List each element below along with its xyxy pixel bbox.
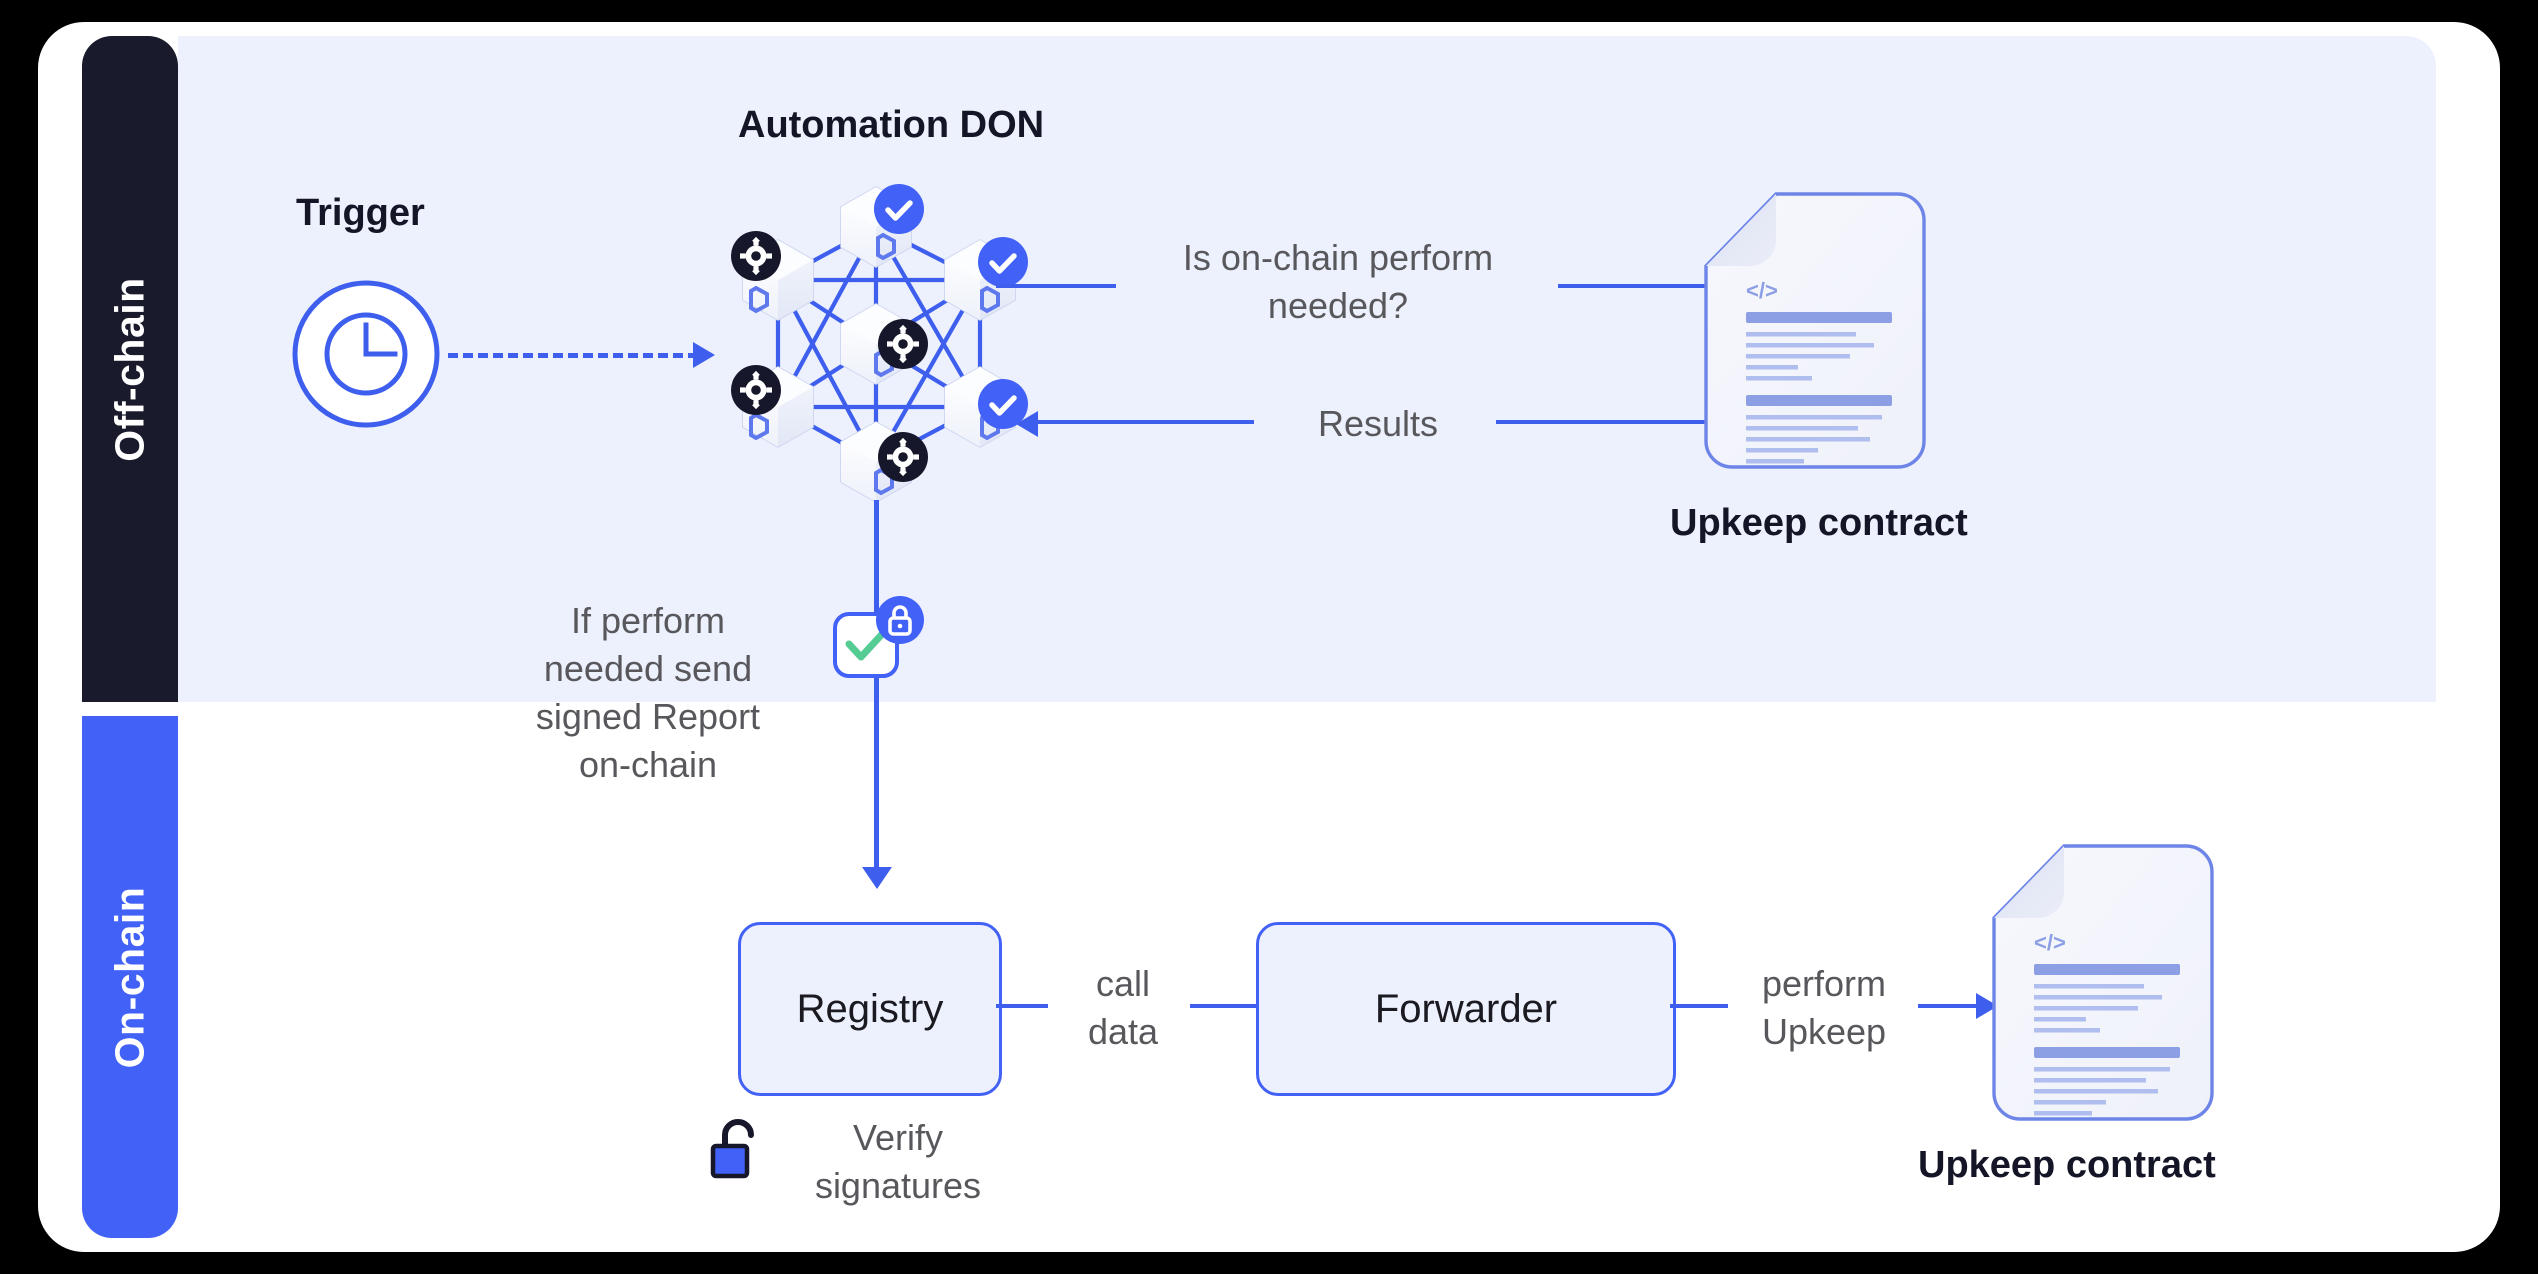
rail-offchain: Off-chain [82, 36, 178, 702]
automation-don-network [731, 184, 1028, 502]
registry-label: Registry [796, 986, 944, 1031]
gear-icon [731, 231, 928, 482]
perform-query-label: Is on-chain perform needed? [1182, 237, 1494, 326]
onchain-upkeep-contract-caption: Upkeep contract [1918, 1144, 2216, 1186]
svg-text:</>: </> [2034, 930, 2066, 955]
forwarder-box[interactable]: Forwarder [1256, 922, 1676, 1096]
automation-don-title: Automation DON [738, 104, 1045, 146]
rail-offchain-label: Off-chain [106, 276, 153, 462]
perform-upkeep-line-right [1918, 1004, 1980, 1008]
check-icon [874, 184, 1028, 429]
results-label: Results [1317, 403, 1439, 444]
code-document-icon: </> [1992, 844, 2214, 1121]
call-data-label: call data [1087, 963, 1159, 1052]
trigger-label: Trigger [296, 192, 425, 234]
perform-query-line-right [1558, 284, 1718, 288]
rail-onchain-label: On-chain [106, 886, 153, 1068]
registry-box[interactable]: Registry [738, 922, 1002, 1096]
trigger-to-don-arrowhead [693, 342, 715, 368]
signed-report-badge [833, 596, 924, 678]
clock-icon [292, 280, 440, 428]
call-data-line-left [996, 1004, 1048, 1008]
lock-icon [876, 596, 924, 644]
forwarder-label: Forwarder [1374, 986, 1558, 1031]
don-to-registry-line [874, 500, 879, 882]
perform-query-line-left [996, 284, 1116, 288]
verify-signatures-label: Verify signatures [814, 1117, 982, 1206]
don-to-registry-arrowhead [862, 867, 892, 889]
diagram-card: Off-chain On-chain Automation DON Trigge… [38, 22, 2500, 1252]
offchain-panel [178, 36, 2436, 702]
trigger-to-don-dashed-line [448, 353, 698, 358]
unlocked-padlock-icon [710, 1119, 754, 1179]
call-data-line-right [1190, 1004, 1260, 1008]
results-line-left [1036, 420, 1254, 424]
svg-text:</>: </> [1746, 278, 1778, 303]
check-icon [845, 627, 889, 661]
rail-onchain: On-chain [82, 716, 178, 1238]
signed-report-label: If perform needed send signed Report on-… [535, 600, 761, 785]
perform-upkeep-label: perform Upkeep [1761, 963, 1887, 1052]
offchain-upkeep-contract-caption: Upkeep contract [1670, 502, 1968, 544]
results-line-right [1496, 420, 1708, 424]
perform-upkeep-line-left [1670, 1004, 1728, 1008]
code-document-icon: </> [1704, 192, 1926, 469]
results-arrowhead [1016, 411, 1038, 437]
